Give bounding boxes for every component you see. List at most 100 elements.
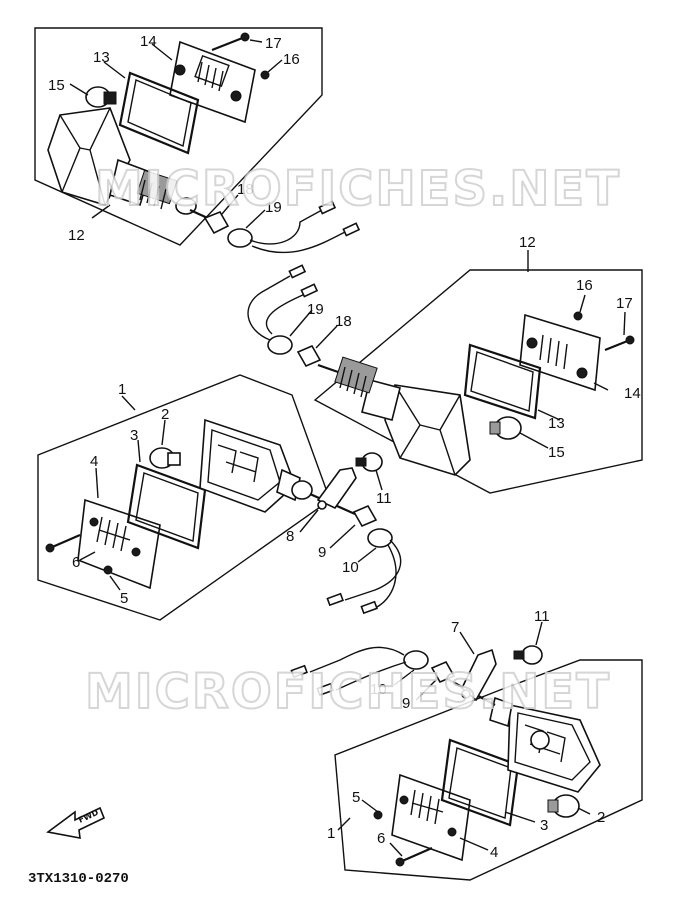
watermark-bottom: MICROFICHES.NET	[85, 664, 611, 720]
callout-12: 12	[68, 227, 85, 244]
connector	[316, 682, 334, 697]
lens-plate	[391, 773, 471, 862]
gasket	[440, 738, 520, 827]
housing	[47, 107, 213, 222]
housing	[489, 696, 601, 793]
screw	[260, 70, 270, 80]
screw	[211, 35, 246, 52]
callout-18: 18	[237, 181, 254, 198]
nut	[352, 504, 378, 528]
bulb	[149, 447, 181, 469]
connector	[288, 264, 307, 279]
bolt	[513, 645, 543, 665]
assembly-group-right-middle: 12 13 14 15 16 17 18 19	[247, 234, 643, 494]
callout-1: 1	[327, 825, 335, 842]
callout-2: 2	[597, 809, 605, 826]
wire	[344, 539, 402, 601]
grommet	[227, 228, 253, 248]
bulb	[489, 416, 522, 440]
assembly-group-top-left: 12 13 14 15 16 17 18 19	[34, 27, 361, 254]
wire	[265, 293, 306, 335]
callout-6: 6	[72, 554, 80, 571]
grommet	[267, 335, 293, 355]
callout-15: 15	[548, 444, 565, 461]
connector	[318, 200, 337, 215]
callout-16: 16	[576, 277, 593, 294]
callout-3: 3	[130, 427, 138, 444]
nut	[203, 210, 230, 235]
assembly-group-left-middle: 1 2 3 4 5 6 8 9 10 11	[37, 374, 402, 621]
grommet	[367, 528, 393, 548]
callout-10: 10	[342, 559, 359, 576]
group-outline	[34, 27, 323, 246]
gasket	[126, 463, 207, 550]
callout-5: 5	[120, 590, 128, 607]
callout-12: 12	[519, 234, 536, 251]
group-outline	[334, 659, 643, 881]
callout-17: 17	[616, 295, 633, 312]
callout-14: 14	[140, 33, 157, 50]
grommet	[403, 650, 429, 670]
callout-4: 4	[490, 844, 498, 861]
connector	[300, 283, 319, 298]
screw	[49, 533, 81, 550]
group-outline	[313, 269, 643, 494]
callout-14: 14	[624, 385, 641, 402]
callout-17: 17	[265, 35, 282, 52]
callout-7: 7	[451, 619, 459, 636]
callout-18: 18	[335, 313, 352, 330]
callout-3: 3	[540, 817, 548, 834]
wire	[335, 661, 407, 691]
callout-19: 19	[265, 199, 282, 216]
wire	[309, 646, 405, 673]
gasket	[463, 343, 542, 420]
wire	[374, 544, 397, 609]
lens-plate	[77, 498, 161, 590]
nut	[296, 344, 322, 368]
callout-13: 13	[548, 415, 565, 432]
callout-9: 9	[318, 544, 326, 561]
bolt	[355, 452, 383, 472]
callout-15: 15	[48, 77, 65, 94]
bracket	[316, 467, 357, 510]
connector	[326, 592, 344, 607]
callout-8: 8	[286, 528, 294, 545]
assembly-group-bottom-right: 1 2 3 4 5 6 7 9 10 11	[290, 608, 643, 881]
part-code: 3TX1310-0270	[28, 871, 129, 887]
lens-plate	[169, 40, 256, 124]
callout-11: 11	[534, 608, 550, 625]
screw	[573, 311, 583, 321]
group-outline	[37, 374, 331, 621]
screw	[373, 810, 383, 820]
callout-13: 13	[93, 49, 110, 66]
housing	[317, 356, 471, 476]
callout-10: 10	[370, 681, 387, 698]
callout-2: 2	[161, 406, 169, 423]
front-arrow-icon: FWD	[46, 806, 106, 839]
callout-11: 11	[376, 490, 392, 507]
callout-4: 4	[90, 453, 98, 470]
nut	[430, 660, 456, 684]
screw	[399, 846, 433, 864]
connector	[342, 222, 361, 237]
callout-16: 16	[283, 51, 300, 68]
housing	[199, 418, 356, 516]
bulb	[85, 86, 117, 108]
gasket	[118, 71, 200, 155]
callout-19: 19	[307, 301, 324, 318]
wire	[251, 231, 346, 254]
screw	[103, 565, 113, 575]
callout-6: 6	[377, 830, 385, 847]
callout-9: 9	[402, 695, 410, 712]
connector	[360, 600, 378, 615]
bulb	[547, 794, 580, 818]
watermark-top: MICROFICHES.NET	[95, 161, 621, 217]
callout-5: 5	[352, 789, 360, 806]
bracket	[461, 648, 497, 702]
connector	[290, 664, 308, 679]
callout-1: 1	[118, 381, 126, 398]
wire	[247, 275, 291, 341]
wire	[249, 209, 323, 245]
